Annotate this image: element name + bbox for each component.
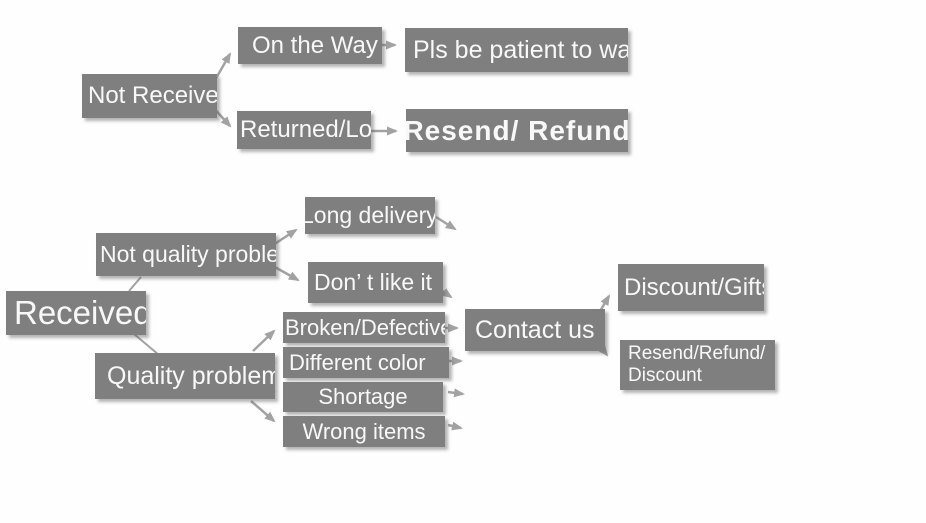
node-contact-us: Contact us xyxy=(465,309,605,351)
node-label: Resend/Refund/ Discount xyxy=(628,343,766,386)
node-label: Shortage xyxy=(318,384,408,409)
node-label: On the Way xyxy=(252,31,378,59)
node-not-received: Not Received xyxy=(82,74,217,118)
node-resend-refund: Resend/ Refund xyxy=(406,109,628,152)
node-label: Don’ t like it xyxy=(314,269,433,295)
node-returned-lost: Returned/Lost xyxy=(237,111,371,149)
node-wrong-items: Wrong items xyxy=(283,416,445,447)
node-discount-gifts: Discount/Gifts xyxy=(618,264,764,311)
node-shortage: Shortage xyxy=(283,382,443,412)
node-label: Quality problem xyxy=(107,361,275,390)
node-label: Broken/Defective xyxy=(285,314,445,340)
node-label: Long delivery xyxy=(305,202,435,228)
node-broken-defective: Broken/Defective xyxy=(283,312,445,343)
node-label: Different color xyxy=(289,349,426,375)
node-not-quality-problem: Not quality problem xyxy=(96,233,276,276)
node-label: Not Received xyxy=(88,82,217,109)
node-on-the-way: On the Way xyxy=(238,27,382,64)
node-dont-like-it: Don’ t like it xyxy=(308,262,443,303)
node-label: Received xyxy=(14,294,146,331)
node-label: Discount/Gifts xyxy=(624,273,764,301)
node-resend-refund-discount: Resend/Refund/ Discount xyxy=(620,340,775,390)
node-long-delivery: Long delivery xyxy=(305,197,435,234)
node-pls-be-patient: Pls be patient to wait xyxy=(405,28,628,72)
node-quality-problem: Quality problem xyxy=(95,353,275,399)
node-label: Returned/Lost xyxy=(240,116,371,143)
node-label: Pls be patient to wait xyxy=(413,35,628,64)
node-label: Resend/ Refund xyxy=(406,114,628,146)
node-label: Not quality problem xyxy=(100,241,276,267)
node-label: Wrong items xyxy=(302,418,426,444)
node-received: Received xyxy=(6,291,146,335)
node-label: Contact us xyxy=(475,315,595,344)
node-different-color: Different color xyxy=(283,347,449,378)
